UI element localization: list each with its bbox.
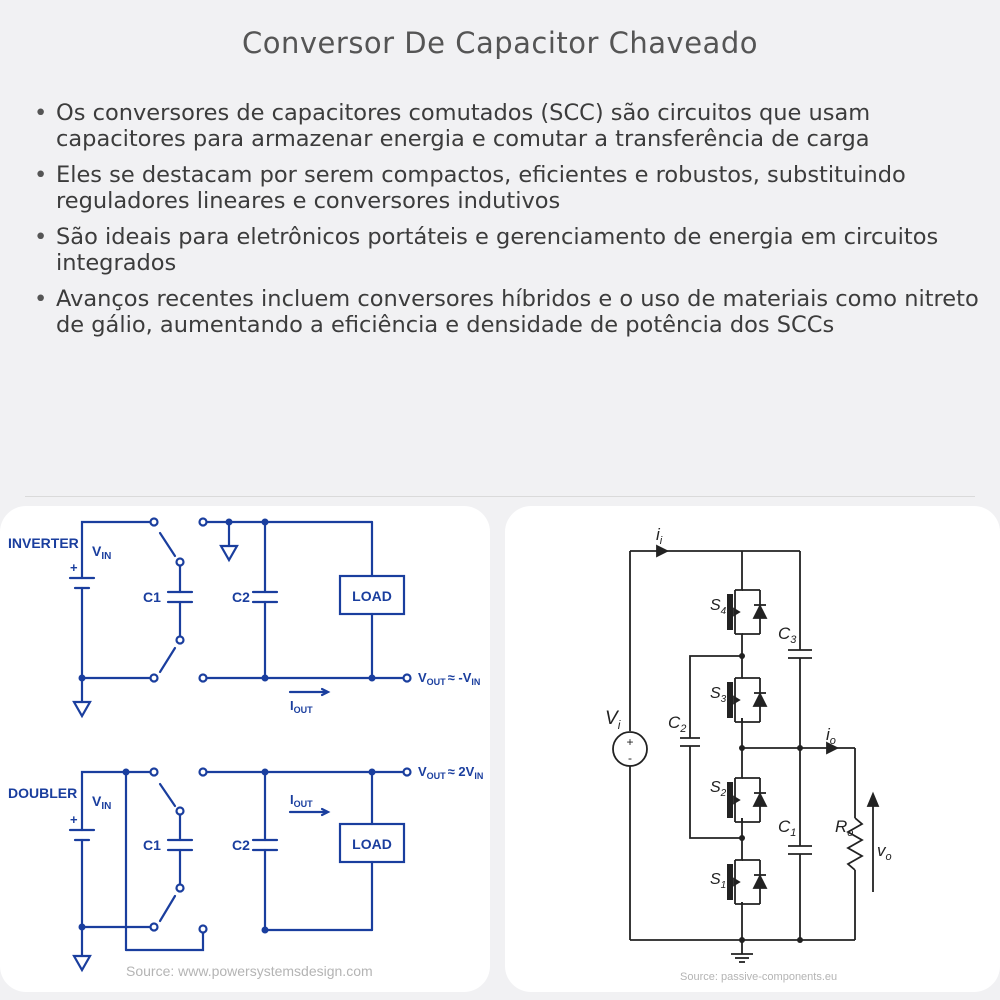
inverter-doubler-schematic: INVERTER VIN + C1 C2 LOAD IOUT VOUT≈ -VI… [8,517,483,979]
doubler-iout-label: IOUT [290,792,313,809]
s1-label: S1 [710,871,726,891]
inverter-label: INVERTER [8,535,79,551]
doubler-load-label: LOAD [352,836,392,852]
doubler-plus-sign: + [70,812,78,827]
bullet-list: Os conversores de capacitores comutados … [30,100,980,348]
s3-label: S3 [710,685,727,705]
inverter-plus-sign: + [70,560,78,575]
bullet-item: Avanços recentes incluem conversores híb… [30,286,980,338]
vi-plus-sign: + [626,735,633,749]
inverter-c1-label: C1 [143,589,161,605]
inverter-doubler-diagram-panel: INVERTER VIN + C1 C2 LOAD IOUT VOUT≈ -VI… [0,506,490,992]
c2-label: C2 [668,713,686,735]
page-title: Conversor De Capacitor Chaveado [242,26,758,60]
doubler-c1-label: C1 [143,837,161,853]
vi-minus-sign: - [628,751,632,765]
bullet-item: Os conversores de capacitores comutados … [30,100,980,152]
vo-label: vo [877,841,892,863]
c1-label: C1 [778,817,796,839]
doubler-label: DOUBLER [8,785,77,801]
doubler-vout-label: VOUT≈ 2VIN [418,764,483,781]
vi-label: Vi [605,708,621,732]
ro-label: Ro [835,817,853,839]
inverter-iout-label: IOUT [290,698,313,715]
bullet-item: Eles se destacam por serem compactos, ef… [30,162,980,214]
scc-schematic: ii Vi io S4 S3 S2 S1 C3 C2 C1 Ro vo + - … [605,525,892,983]
bullet-item: São ideais para eletrônicos portáteis e … [30,224,980,276]
left-source-caption: Source: www.powersystemsdesign.com [126,963,373,979]
inverter-c2-label: C2 [232,589,250,605]
inverter-vout-label: VOUT≈ -VIN [418,670,480,687]
io-label: io [826,725,836,747]
doubler-vin-label: VIN [92,793,111,812]
inverter-vin-label: VIN [92,543,111,562]
s4-label: S4 [710,597,727,617]
c3-label: C3 [778,624,797,646]
doubler-c2-label: C2 [232,837,250,853]
ii-label: ii [656,525,663,547]
divider [25,496,975,497]
s2-label: S2 [710,779,727,799]
scc-diagram-panel: ii Vi io S4 S3 S2 S1 C3 C2 C1 Ro vo + - … [505,506,1000,992]
right-source-caption: Source: passive-components.eu [680,971,837,983]
inverter-load-label: LOAD [352,588,392,604]
